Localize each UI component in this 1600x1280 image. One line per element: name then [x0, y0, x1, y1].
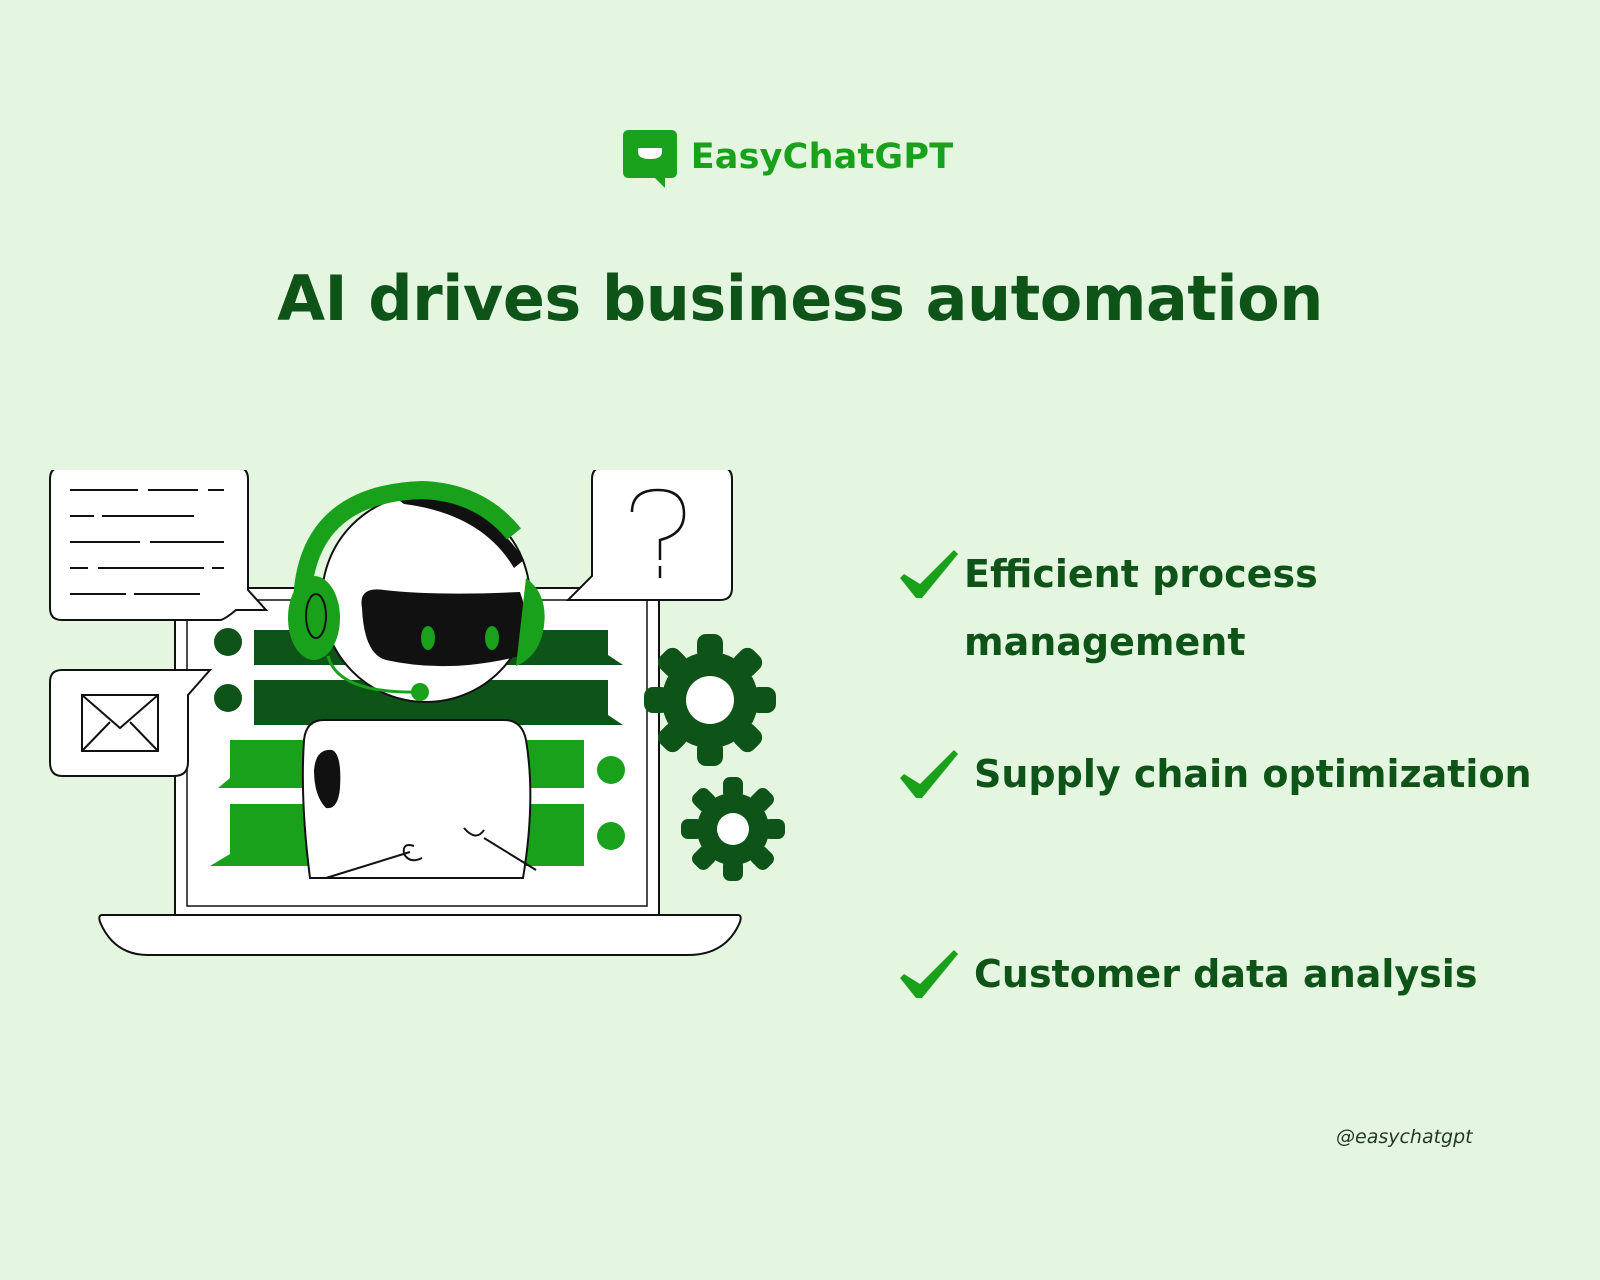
feature-list: Efficient process management Supply chai… [900, 0, 1580, 1280]
list-item: Customer data analysis [900, 948, 1477, 1008]
feature-label: Customer data analysis [974, 952, 1478, 996]
envelope-icon [49, 669, 213, 777]
chat-bubble-logo-icon [622, 130, 677, 188]
message-lines-bubble-icon [49, 470, 269, 621]
brand-header: EasyChatGPT [0, 126, 1600, 188]
feature-label: Efficient process management [964, 552, 1318, 664]
feature-label: Supply chain optimization [974, 752, 1532, 796]
page-title: AI drives business automation [277, 262, 1323, 335]
robot-support-laptop-illustration [49, 470, 785, 956]
check-icon [900, 550, 958, 598]
robot-icon [288, 480, 545, 879]
list-item: Supply chain optimization [900, 748, 1532, 808]
gear-icon [644, 634, 785, 881]
social-handle: @easychatgpt [1336, 1126, 1473, 1148]
question-bubble-icon [565, 470, 733, 601]
check-icon [900, 750, 958, 798]
check-icon [900, 950, 958, 998]
list-item: Efficient process management [900, 548, 1384, 676]
brand-name: EasyChatGPT [690, 137, 954, 177]
